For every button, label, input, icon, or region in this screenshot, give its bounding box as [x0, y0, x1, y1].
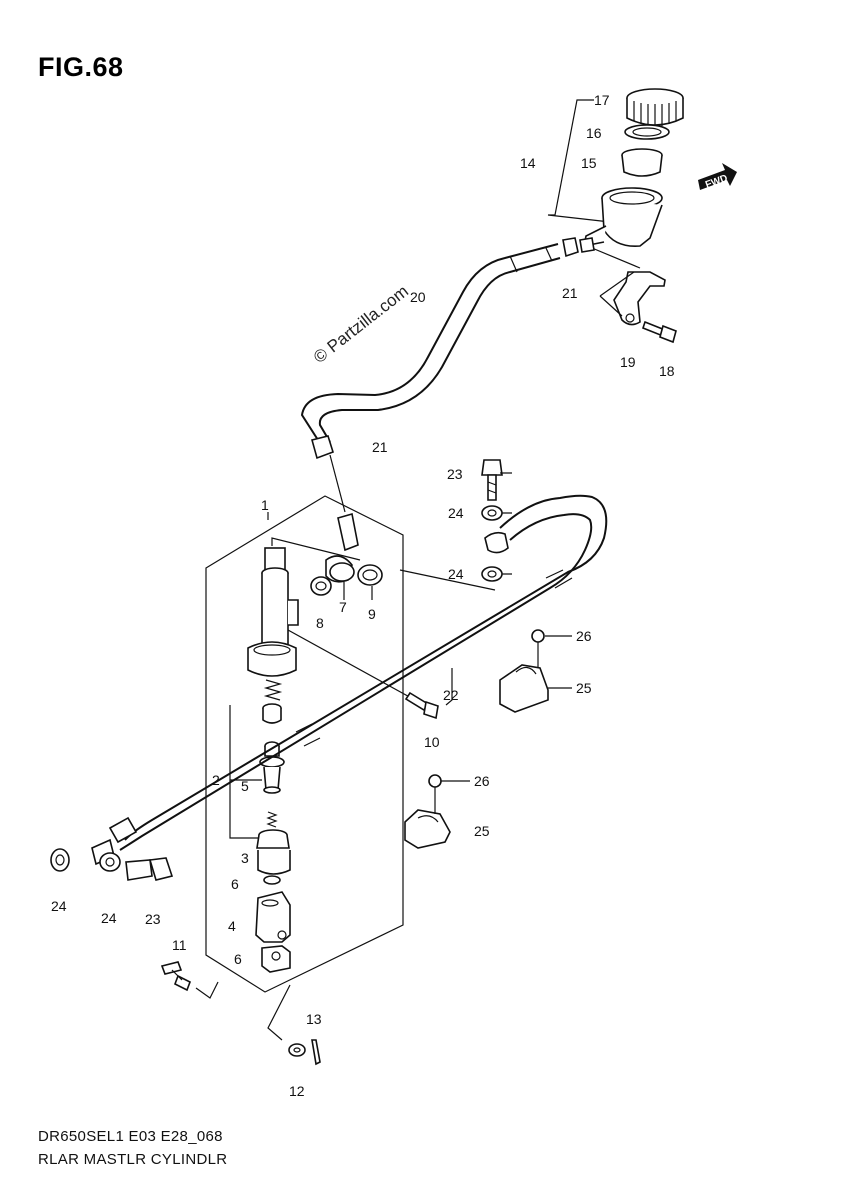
hose-clamp-upper — [562, 237, 595, 258]
callout-24-lower-a: 24 — [51, 898, 67, 914]
callout-24-lower-b: 24 — [101, 910, 117, 926]
reservoir-cap — [626, 88, 684, 126]
clevis-nut — [261, 945, 291, 973]
cylinder-leader-lines — [229, 537, 496, 839]
reservoir-bolt — [642, 320, 677, 344]
brake-hose — [91, 494, 608, 866]
callout-13: 13 — [306, 1011, 322, 1027]
callout-21-upper: 21 — [562, 285, 578, 301]
callout-10: 10 — [424, 734, 440, 750]
assembly-name: RLAR MASTLR CYLINDLR — [38, 1151, 228, 1168]
callout-23-upper: 23 — [447, 466, 463, 482]
circlip — [357, 564, 383, 600]
callout-20: 20 — [410, 289, 426, 305]
callout-8: 8 — [316, 615, 324, 631]
gasket-upper-b — [481, 566, 503, 582]
callout-22: 22 — [443, 687, 459, 703]
cotter-pin — [311, 1039, 321, 1066]
callout-26-upper: 26 — [576, 628, 592, 644]
model-code: DR650SEL1 E03 E28_068 — [38, 1128, 223, 1145]
callout-6-upper: 6 — [231, 876, 239, 892]
hose-clamp-lower — [311, 435, 334, 460]
mounting-bolt — [404, 691, 439, 720]
clevis-bolt — [160, 961, 219, 999]
callout-11: 11 — [172, 937, 187, 953]
union-bolt-lower — [125, 857, 174, 881]
piston-assembly — [259, 741, 285, 794]
callout-7: 7 — [339, 599, 347, 615]
union-bolt-upper — [481, 459, 503, 501]
gasket-lower-a — [50, 848, 70, 872]
gasket-lower-b — [99, 852, 121, 872]
callout-26-lower: 26 — [474, 773, 490, 789]
callout-3: 3 — [241, 850, 249, 866]
callout-25-lower: 25 — [474, 823, 490, 839]
master-cylinder-body — [247, 547, 299, 677]
reservoir-mount-bracket — [613, 271, 666, 326]
callout-4: 4 — [228, 918, 236, 934]
callout-23-lower: 23 — [145, 911, 161, 927]
callout-19: 19 — [620, 354, 636, 370]
clamp-screw-lower — [428, 774, 442, 814]
forward-arrow: FWD — [698, 163, 737, 191]
callout-16: 16 — [586, 125, 602, 141]
clevis — [255, 891, 291, 943]
gasket-upper-a — [481, 505, 503, 521]
reservoir-hose — [300, 243, 561, 443]
callout-9: 9 — [368, 606, 376, 622]
push-rod-boot — [256, 829, 291, 885]
callout-6-lower: 6 — [234, 951, 242, 967]
callout-24-upper-b: 24 — [448, 566, 464, 582]
callout-25-upper: 25 — [576, 680, 592, 696]
hose-clamp-bracket-upper — [499, 664, 549, 713]
diaphragm-plate — [624, 124, 670, 140]
washer — [288, 1043, 306, 1057]
assembly-bracket-frame — [205, 495, 404, 993]
callout-24-upper-a: 24 — [448, 505, 464, 521]
o-ring — [310, 576, 332, 596]
callout-5: 5 — [241, 778, 249, 794]
reservoir-bracket-line — [547, 99, 611, 223]
callout-21-lower: 21 — [372, 439, 388, 455]
callout-15: 15 — [581, 155, 597, 171]
piston-cup — [262, 703, 282, 724]
clamp-screw-upper — [531, 629, 545, 668]
callout-14: 14 — [520, 155, 536, 171]
callout-18: 18 — [659, 363, 675, 379]
return-spring — [263, 679, 283, 701]
hose-clamp-bracket-lower — [404, 809, 451, 849]
hose-joint — [329, 562, 355, 600]
callout-1: 1 — [261, 497, 269, 513]
callout-17: 17 — [594, 92, 610, 108]
reservoir-body — [582, 187, 663, 248]
forward-label: FWD — [704, 173, 729, 191]
figure-title: FIG.68 — [38, 52, 124, 82]
diaphragm — [621, 148, 663, 177]
callout-12: 12 — [289, 1083, 305, 1099]
callout-2: 2 — [212, 772, 220, 788]
